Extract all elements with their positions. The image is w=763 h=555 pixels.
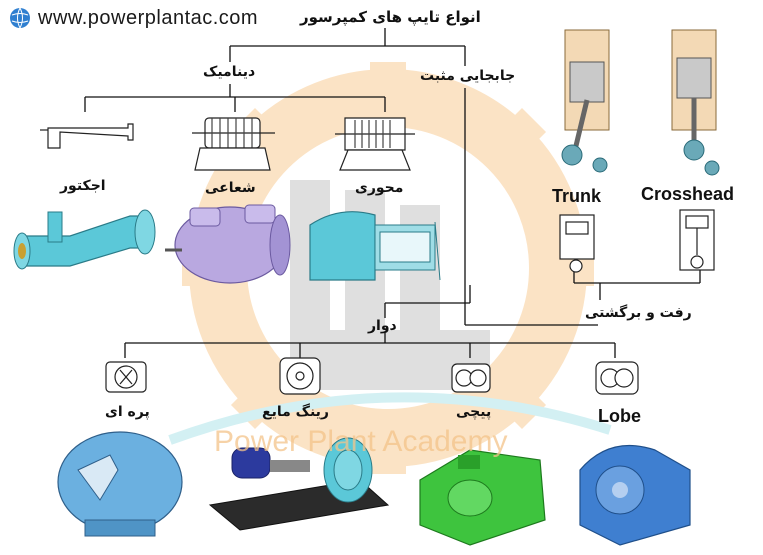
- crosshead-piston-image: [671, 29, 720, 176]
- site-header: www.powerplantac.com: [8, 6, 258, 30]
- axial-compressor-schematic-icon: [335, 117, 415, 171]
- watermark-text: Power Plant Academy: [214, 425, 508, 458]
- watermark-factory-icon: [290, 180, 490, 390]
- crosshead-schematic-icon: [679, 209, 715, 271]
- liquid-ring-compressor-image: [208, 437, 390, 531]
- crosshead-label: Crosshead: [641, 184, 735, 204]
- globe-icon: [10, 7, 30, 29]
- vane-schematic-icon: [105, 361, 147, 393]
- ejector-label: اجکتور: [60, 178, 106, 194]
- lobe-compressor-image: [579, 444, 691, 546]
- screw-schematic-icon: [451, 363, 491, 393]
- ejector-schematic-icon: [40, 123, 134, 149]
- trunk-label: Trunk: [552, 186, 602, 206]
- screw-label: پیچی: [456, 404, 492, 420]
- lobe-label: Lobe: [598, 406, 641, 426]
- axial-compressor-image: [309, 211, 441, 281]
- radial-compressor-schematic-icon: [192, 117, 275, 171]
- vane-compressor-image: [57, 431, 183, 537]
- radial-label: شعاعی: [205, 180, 256, 196]
- site-url[interactable]: www.powerplantac.com: [38, 6, 259, 29]
- vane-label: پره ای: [105, 404, 150, 420]
- root-label: انواع تایپ های کمپرسور: [300, 8, 481, 26]
- trunk-schematic-icon: [559, 214, 595, 273]
- trunk-piston-image: [561, 29, 610, 173]
- liquid-ring-label: رینگ مایع: [262, 404, 329, 420]
- dynamic-label: دینامیک: [203, 64, 256, 80]
- rotary-label: دوار: [368, 318, 397, 334]
- axial-label: محوری: [355, 180, 404, 196]
- tree-lines: [84, 28, 701, 358]
- reciprocating-label: رفت و برگشتی: [585, 305, 692, 321]
- positive-displacement-label: جابجایی مثبت: [420, 68, 516, 84]
- radial-compressor-image: [165, 204, 291, 284]
- ejector-image: [13, 209, 156, 270]
- lobe-schematic-icon: [595, 361, 639, 395]
- watermark-swoosh: [168, 392, 612, 445]
- liquid-ring-schematic-icon: [279, 357, 321, 395]
- screw-compressor-image: [419, 449, 546, 546]
